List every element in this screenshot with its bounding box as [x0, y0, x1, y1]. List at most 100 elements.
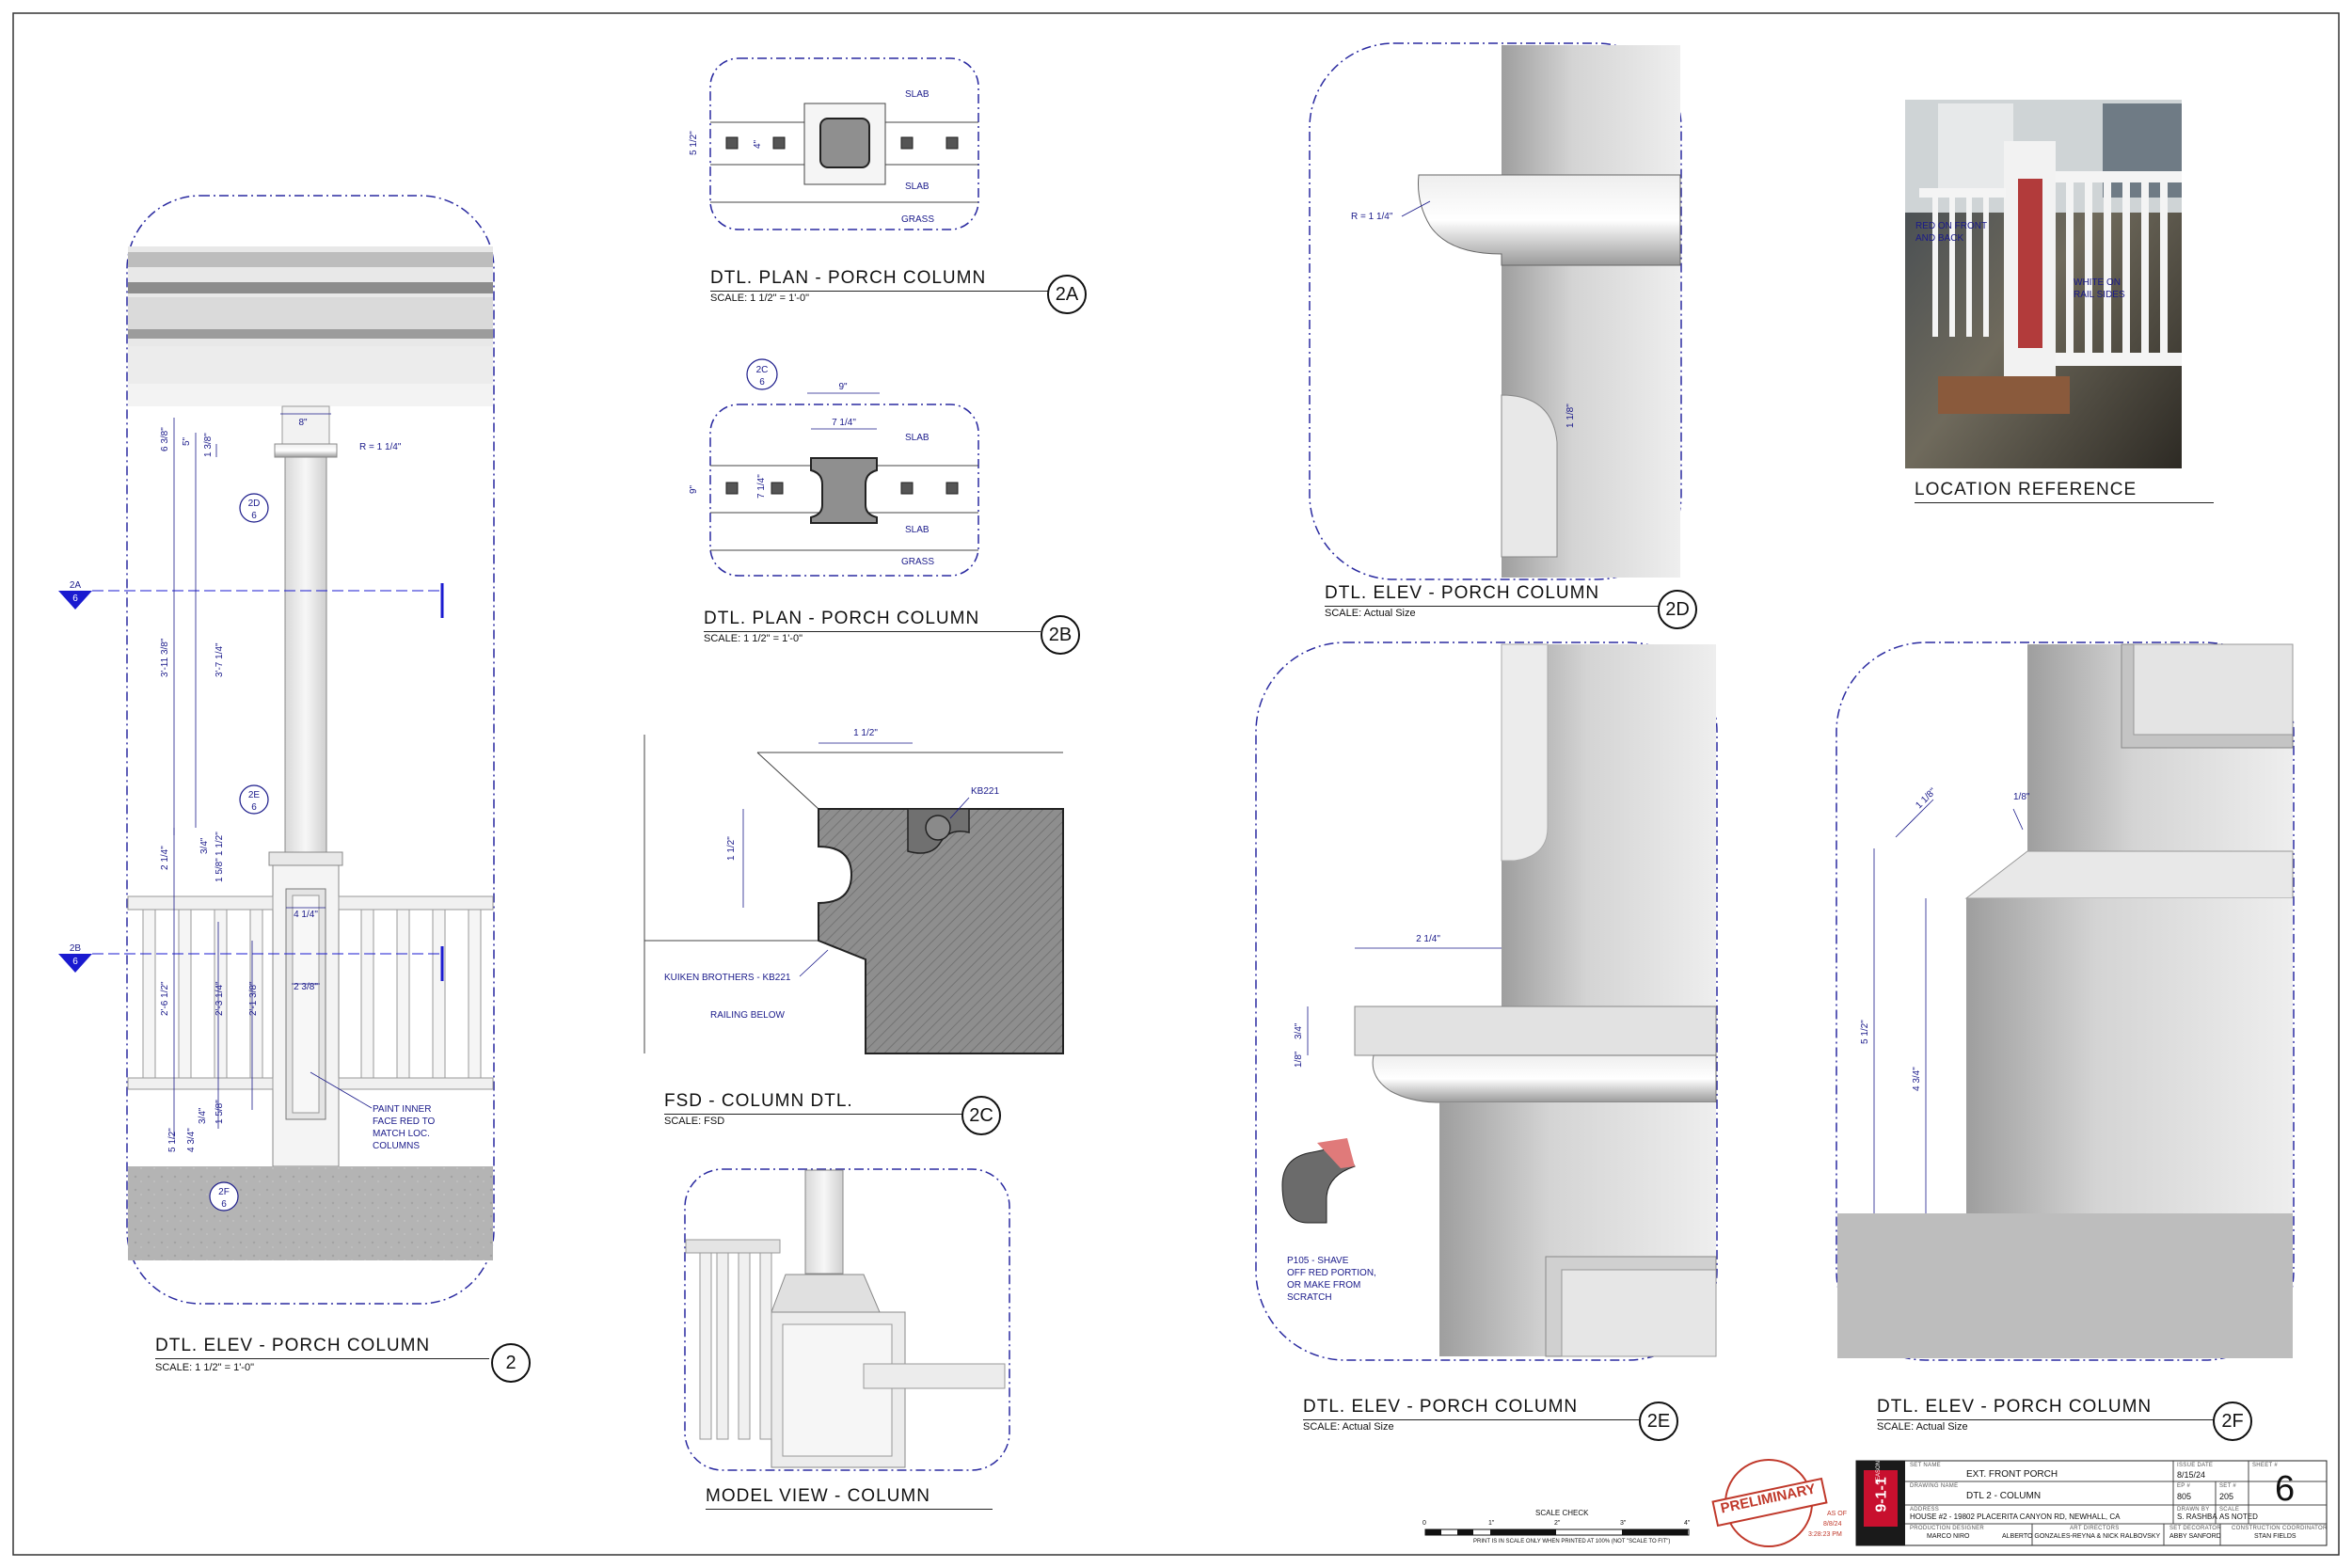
- dim-2d-1-1-8: 1 1/8": [1565, 404, 1576, 428]
- dim-2c-vertical: 1 1/2": [726, 836, 737, 861]
- construction-coordinator-label: CONSTRUCTION COORDINATOR: [2232, 1526, 2328, 1531]
- dim-5-1-2: 5 1/2": [167, 1128, 178, 1152]
- note-shave-2: OFF RED PORTION,: [1287, 1268, 1376, 1278]
- dim-2-1-4: 2 1/4": [160, 846, 170, 870]
- dim-4-1-4: 4 1/4": [294, 910, 318, 920]
- dim-2a-4: 4": [753, 139, 763, 149]
- set-num-value: 205: [2219, 1492, 2234, 1501]
- scale-detail-2b: SCALE: 1 1/2" = 1'-0": [704, 633, 803, 644]
- note-red-front-1: RED ON FRONT: [1915, 221, 1987, 231]
- drawing-name: DTL 2 - COLUMN: [1966, 1491, 2042, 1501]
- dim-4-3-4: 4 3/4": [186, 1128, 197, 1152]
- marker-2b-ref: 2B: [70, 943, 82, 954]
- note-shave-4: SCRATCH: [1287, 1292, 1332, 1303]
- scale-check-note: PRINT IS IN SCALE ONLY WHEN PRINTED AT 1…: [1473, 1539, 1671, 1544]
- dim-3-4: 3/4": [199, 837, 210, 854]
- note-paint-inner-3: MATCH LOC.: [373, 1129, 430, 1139]
- dim-2-3-1-4: 2'-3 1/4": [215, 981, 225, 1016]
- callout-2e-sheet: 6: [251, 802, 257, 813]
- note-paint-inner-1: PAINT INNER: [373, 1104, 431, 1115]
- as-of-date: 8/8/24: [1823, 1521, 1842, 1528]
- dim-2f-4-3-4: 4 3/4": [1912, 1067, 1922, 1091]
- title-detail-2b: DTL. PLAN - PORCH COLUMN: [704, 609, 1041, 632]
- note-shave-1: P105 - SHAVE: [1287, 1256, 1349, 1266]
- dim-2-6-1-2: 2'-6 1/2": [160, 981, 170, 1016]
- ref-bubble-2e: 2E: [1639, 1402, 1678, 1441]
- scale-value: AS NOTED: [2219, 1513, 2258, 1521]
- ref-bubble-2: 2: [491, 1343, 531, 1383]
- season-label: SEASON 8: [1876, 1455, 1882, 1484]
- sheet-label: SHEET #: [2252, 1463, 2278, 1468]
- label-2b-grass: GRASS: [901, 557, 934, 567]
- marker-2a-sheet: 6: [72, 594, 78, 604]
- dim-2d-radius: R = 1 1/4": [1351, 212, 1393, 222]
- dim-2b-7-1-4v: 7 1/4": [756, 474, 767, 499]
- dim-2a-5-1-2: 5 1/2": [689, 131, 699, 155]
- dim-2b-9: 9": [838, 382, 848, 392]
- note-paint-inner-4: COLUMNS: [373, 1141, 420, 1151]
- location-reference: RED ON FRONT AND BACK WHITE ON RAIL SIDE…: [1905, 100, 2182, 468]
- note-white-rail-2: RAIL SIDES: [2074, 290, 2125, 300]
- art-directors: ALBERTO GONZALES-REYNA & NICK RALBOVSKY: [2002, 1533, 2161, 1540]
- note-railing-below: RAILING BELOW: [710, 1010, 785, 1021]
- dim-2e-2-1-4: 2 1/4": [1416, 934, 1440, 944]
- title-location-reference: LOCATION REFERENCE: [1915, 480, 2214, 503]
- dim-2e-3-4: 3/4": [1294, 1022, 1304, 1039]
- note-kuiken: KUIKEN BROTHERS - KB221: [664, 973, 791, 983]
- label-grass: GRASS: [901, 214, 934, 225]
- dim-2-1-3-8: 2'-1 3/8": [248, 981, 259, 1016]
- ref-bubble-2f: 2F: [2213, 1402, 2252, 1441]
- dim-2e-1-8: 1/8": [1294, 1051, 1304, 1068]
- dim-5: 5": [182, 436, 192, 446]
- dim-3-4b: 3/4": [198, 1107, 208, 1124]
- dim-2f-1-8: 1/8": [2013, 792, 2030, 802]
- ref-bubble-2a: 2A: [1047, 275, 1087, 314]
- sheet-border: [12, 12, 2340, 1556]
- scale-detail-2d: SCALE: Actual Size: [1325, 608, 1416, 619]
- issue-date: 8/15/24: [2177, 1470, 2206, 1480]
- art-directors-label: ART DIRECTORS: [2070, 1526, 2120, 1531]
- address: HOUSE #2 - 19802 PLACERITA CANYON RD, NE…: [1910, 1513, 2121, 1521]
- ref-bubble-2d: 2D: [1658, 590, 1697, 629]
- detail-2c-section: 1 1/2" 1 1/2" KB221 KUIKEN BROTHERS - KB…: [644, 728, 1064, 1054]
- callout-2d-ref: 2D: [248, 499, 261, 509]
- callout-2d-sheet: 6: [251, 511, 257, 521]
- drawing-name-label: DRAWING NAME: [1910, 1483, 1959, 1489]
- note-shave-3: OR MAKE FROM: [1287, 1280, 1360, 1291]
- note-paint-inner-2: FACE RED TO: [373, 1117, 436, 1127]
- issue-date-label: ISSUE DATE: [2177, 1463, 2214, 1468]
- label-slab-top: SLAB: [905, 89, 930, 100]
- detail-2f-elevation: 1 1/8" 1/8" 5 1/2" 4 3/4": [1836, 641, 2295, 1361]
- scale-detail-2e: SCALE: Actual Size: [1303, 1421, 1394, 1433]
- ref-bubble-2c: 2C: [961, 1096, 1001, 1135]
- scale-tick-2: 2": [1554, 1520, 1561, 1527]
- label-slab-bottom: SLAB: [905, 182, 930, 192]
- address-label: ADDRESS: [1910, 1507, 1940, 1513]
- scale-tick-4: 4": [1684, 1520, 1691, 1527]
- note-white-rail-1: WHITE ON: [2074, 277, 2121, 288]
- dim-3-7-1-4: 3'-7 1/4": [215, 642, 225, 677]
- sheet-number: 6: [2275, 1469, 2296, 1509]
- callout-2c-sheet: 6: [759, 377, 765, 388]
- note-kb221: KB221: [971, 786, 999, 797]
- title-detail-2: DTL. ELEV - PORCH COLUMN: [155, 1336, 489, 1359]
- title-block: [1424, 1459, 2328, 1547]
- scale-tick-0: 0: [1422, 1520, 1426, 1527]
- callout-2e-ref: 2E: [248, 790, 261, 800]
- callout-2c-ref: 2C: [756, 365, 769, 375]
- title-detail-2f: DTL. ELEV - PORCH COLUMN: [1877, 1397, 2214, 1420]
- dim-top-width: 8": [298, 418, 308, 428]
- set-name-label: SET NAME: [1910, 1463, 1941, 1468]
- callout-2f-ref: 2F: [218, 1187, 230, 1197]
- title-detail-2a: DTL. PLAN - PORCH COLUMN: [710, 268, 1049, 292]
- ep-label: EP #: [2177, 1483, 2191, 1489]
- note-red-front-2: AND BACK: [1915, 233, 1963, 244]
- title-detail-2e: DTL. ELEV - PORCH COLUMN: [1303, 1397, 1640, 1420]
- detail-2-elevation: 8" R = 1 1/4" 6 3/8" 5" 1 3/8" 3'-11 3/8…: [58, 195, 495, 1305]
- title-detail-2d: DTL. ELEV - PORCH COLUMN: [1325, 583, 1659, 607]
- scale-tick-3: 3": [1620, 1520, 1627, 1527]
- as-of-time: 3:28:23 PM: [1808, 1531, 1842, 1538]
- scale-detail-2a: SCALE: 1 1/2" = 1'-0": [710, 293, 809, 304]
- detail-2a-plan: SLAB SLAB GRASS 5 1/2" 4": [689, 57, 979, 230]
- as-of-label: AS OF: [1827, 1511, 1848, 1517]
